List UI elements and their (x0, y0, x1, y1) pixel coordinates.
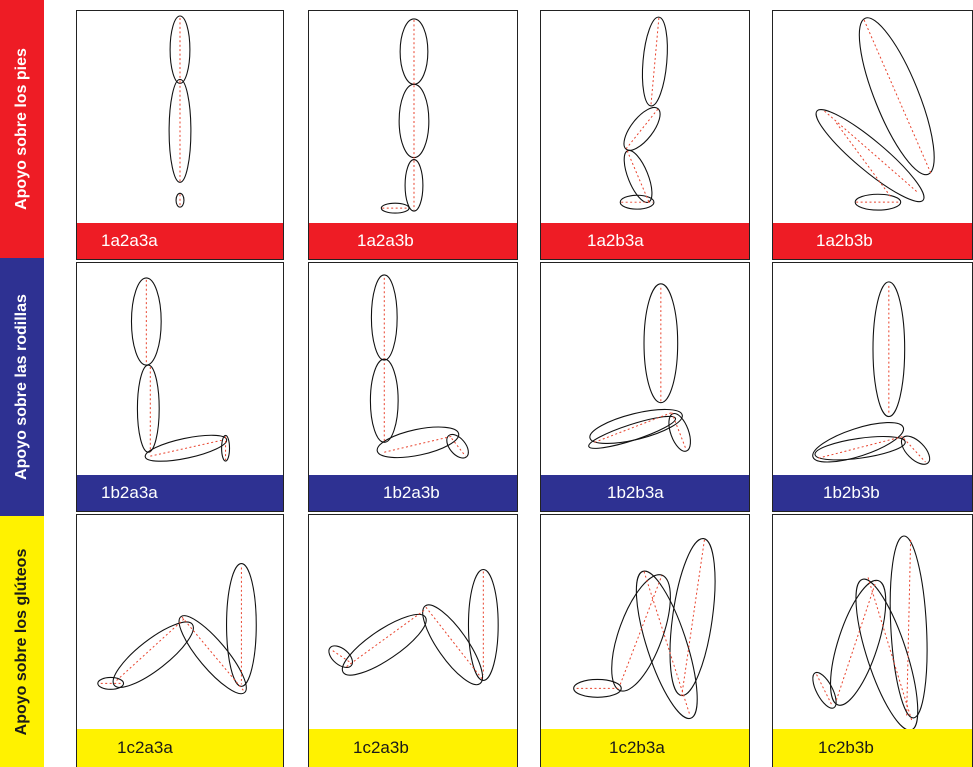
posture-figure (309, 11, 517, 225)
posture-code: 1b2b3b (823, 483, 880, 503)
posture-cell: 1a2a3b (308, 10, 518, 260)
posture-cell: 1b2a3a (76, 262, 284, 512)
caption-bar: 1c2b3b (773, 729, 972, 767)
posture-cell: 1b2b3a (540, 262, 750, 512)
posture-cell: 1a2a3a (76, 10, 284, 260)
caption-bar: 1b2b3b (773, 475, 972, 511)
posture-figure (309, 263, 517, 477)
posture-code: 1a2b3b (816, 231, 873, 251)
posture-figure (77, 263, 283, 477)
posture-cell: 1c2a3a (76, 514, 284, 767)
posture-code: 1a2a3a (101, 231, 158, 251)
caption-bar: 1a2a3a (77, 223, 283, 259)
posture-code: 1a2b3a (587, 231, 644, 251)
posture-code: 1c2a3a (117, 738, 173, 758)
posture-code: 1c2b3a (609, 738, 665, 758)
posture-figure (773, 11, 972, 225)
posture-figure (773, 263, 972, 477)
caption-bar: 1b2a3a (77, 475, 283, 511)
posture-cell: 1c2b3b (772, 514, 973, 767)
posture-figure (309, 515, 517, 729)
posture-code: 1b2a3b (383, 483, 440, 503)
posture-code: 1a2a3b (357, 231, 414, 251)
row-label-buttocks: Apoyo sobre los glúteos (0, 516, 44, 767)
row-label-text: Apoyo sobre los pies (13, 48, 31, 210)
row-label-text: Apoyo sobre los glúteos (13, 548, 31, 735)
posture-cell: 1b2b3b (772, 262, 973, 512)
caption-bar: 1c2a3a (77, 729, 283, 767)
posture-figure (773, 515, 972, 729)
posture-figure (541, 515, 749, 729)
posture-code: 1b2b3a (607, 483, 664, 503)
posture-cell: 1a2b3a (540, 10, 750, 260)
row-label-feet: Apoyo sobre los pies (0, 0, 44, 258)
row-label-knees: Apoyo sobre las rodillas (0, 258, 44, 516)
posture-cell: 1c2b3a (540, 514, 750, 767)
caption-bar: 1a2a3b (309, 223, 517, 259)
posture-cell: 1a2b3b (772, 10, 973, 260)
posture-figure (77, 515, 283, 729)
caption-bar: 1c2b3a (541, 729, 749, 767)
posture-code: 1c2a3b (353, 738, 409, 758)
posture-figure (541, 11, 749, 225)
posture-code: 1b2a3a (101, 483, 158, 503)
posture-cell: 1c2a3b (308, 514, 518, 767)
caption-bar: 1a2b3b (773, 223, 972, 259)
caption-bar: 1b2a3b (309, 475, 517, 511)
caption-bar: 1b2b3a (541, 475, 749, 511)
posture-figure (77, 11, 283, 225)
posture-code: 1c2b3b (818, 738, 874, 758)
caption-bar: 1a2b3a (541, 223, 749, 259)
row-label-text: Apoyo sobre las rodillas (13, 294, 31, 480)
posture-cell: 1b2a3b (308, 262, 518, 512)
caption-bar: 1c2a3b (309, 729, 517, 767)
posture-figure (541, 263, 749, 477)
